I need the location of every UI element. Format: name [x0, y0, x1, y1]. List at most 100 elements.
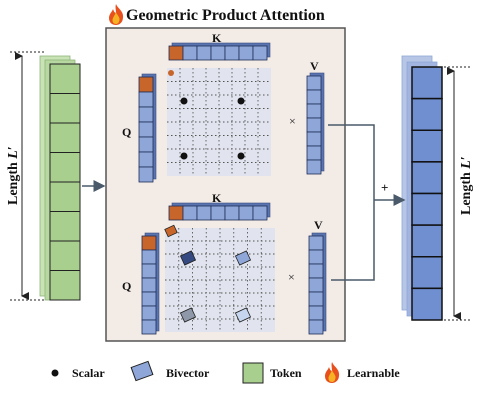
- value-top-cell: [306, 131, 322, 147]
- value-top-cell: [306, 145, 322, 161]
- key-bottom-cell: [210, 205, 226, 221]
- value-top-cell: [306, 89, 322, 105]
- bivector-diamond: [179, 307, 197, 323]
- legend: Scalar Bivector Token Learnable: [51, 360, 400, 384]
- token-cell: [49, 93, 81, 124]
- value-bottom-cell: [308, 319, 324, 335]
- token-cell: [49, 63, 81, 94]
- q-label-top: Q: [122, 125, 131, 139]
- output-token-cell: [411, 287, 443, 321]
- key-top-cell: [210, 45, 226, 61]
- key-top-cell: [168, 45, 184, 61]
- scalar-dot: [180, 152, 188, 160]
- value-bottom-cell: [308, 263, 324, 279]
- multiply-symbol-top: ×: [289, 114, 296, 128]
- key-bottom-cell: [252, 205, 268, 221]
- bivector-diamond: [234, 307, 252, 323]
- legend-label-scalar: Scalar: [72, 366, 105, 380]
- query-vector-bottom: [141, 232, 160, 335]
- scalar-dot: [237, 97, 245, 105]
- key-bottom-cell: [196, 205, 212, 221]
- key-top-cell: [238, 45, 254, 61]
- output-token-cell: [411, 66, 443, 100]
- bivector-diamond: [234, 250, 252, 266]
- query-top-cell: [138, 106, 154, 123]
- query-bottom-cell: [141, 277, 157, 293]
- key-bottom-cell: [238, 205, 254, 221]
- length-label-right: Length L′: [459, 156, 474, 215]
- token-cell: [49, 211, 81, 242]
- output-token-cell: [411, 192, 443, 226]
- legend-label-token: Token: [270, 366, 302, 380]
- value-bottom-cell: [308, 291, 324, 307]
- input-token-stack: [39, 55, 81, 301]
- k-label-top: K: [212, 31, 222, 45]
- token-square-icon: [242, 362, 264, 384]
- value-bottom-cell: [308, 277, 324, 293]
- query-vector-top: [138, 73, 157, 183]
- length-indicator-right: Length L′: [440, 66, 474, 321]
- token-cell: [49, 270, 81, 301]
- legend-item-bivector: Bivector: [130, 360, 210, 382]
- learnable-scalar-dot: [168, 70, 174, 76]
- multiply-symbol-bottom: ×: [288, 270, 295, 284]
- legend-item-learnable: Learnable: [325, 362, 400, 383]
- query-top-cell: [138, 121, 154, 138]
- key-top-cell: [224, 45, 240, 61]
- value-top-cell: [306, 159, 322, 175]
- sum-connector: +: [328, 124, 406, 281]
- key-bottom-cell: [224, 205, 240, 221]
- key-bottom-cell: [168, 205, 184, 221]
- query-top-cell: [138, 136, 154, 153]
- token-cell: [49, 122, 81, 153]
- output-token-cell: [411, 256, 443, 290]
- query-bottom-cell: [141, 305, 157, 321]
- scalar-dot-icon: [51, 369, 59, 377]
- scalar-dot: [180, 97, 188, 105]
- key-top-cell: [252, 45, 268, 61]
- query-top-cell: [138, 166, 154, 183]
- value-top-cell: [306, 103, 322, 119]
- attention-grid-bottom: [164, 224, 275, 332]
- token-cell: [49, 181, 81, 212]
- value-bottom-cell: [308, 235, 324, 251]
- legend-label-learnable: Learnable: [347, 366, 400, 380]
- legend-item-token: Token: [242, 362, 302, 384]
- value-vector-bottom: [308, 232, 327, 335]
- query-bottom-cell: [141, 319, 157, 335]
- output-token-cells: [411, 66, 443, 321]
- input-token-cells: [49, 63, 81, 301]
- output-token-cell: [411, 224, 443, 258]
- key-top-cell: [196, 45, 212, 61]
- value-vector-top: [306, 72, 325, 175]
- k-label-bottom: K: [212, 191, 222, 205]
- length-indicator-left: Length L′: [6, 51, 46, 301]
- query-bottom-cell: [141, 235, 157, 251]
- learnable-bivector-diamond: [164, 224, 178, 238]
- query-bottom-cell: [141, 263, 157, 279]
- legend-label-bivector: Bivector: [166, 366, 210, 380]
- query-bottom-cell: [141, 291, 157, 307]
- value-top-cell: [306, 75, 322, 91]
- output-token-cell: [411, 161, 443, 195]
- attention-grid-top: [167, 68, 271, 176]
- fire-icon: [109, 4, 124, 25]
- key-vector-top: [168, 42, 271, 61]
- key-top-cell: [182, 45, 198, 61]
- output-token-stack: [401, 55, 443, 321]
- value-bottom-cell: [308, 305, 324, 321]
- value-top-cell: [306, 117, 322, 133]
- token-cell: [49, 240, 81, 271]
- query-top-cell: [138, 91, 154, 108]
- query-top-cell: [138, 76, 154, 93]
- query-top-cell: [138, 151, 154, 168]
- q-label-bottom: Q: [122, 279, 131, 293]
- fire-icon: [325, 362, 340, 383]
- output-token-cell: [411, 129, 443, 163]
- query-bottom-cell: [141, 249, 157, 265]
- scalar-attention-block: K Q V ×: [122, 31, 325, 183]
- key-vector-bottom: [168, 202, 271, 221]
- token-cell: [49, 152, 81, 183]
